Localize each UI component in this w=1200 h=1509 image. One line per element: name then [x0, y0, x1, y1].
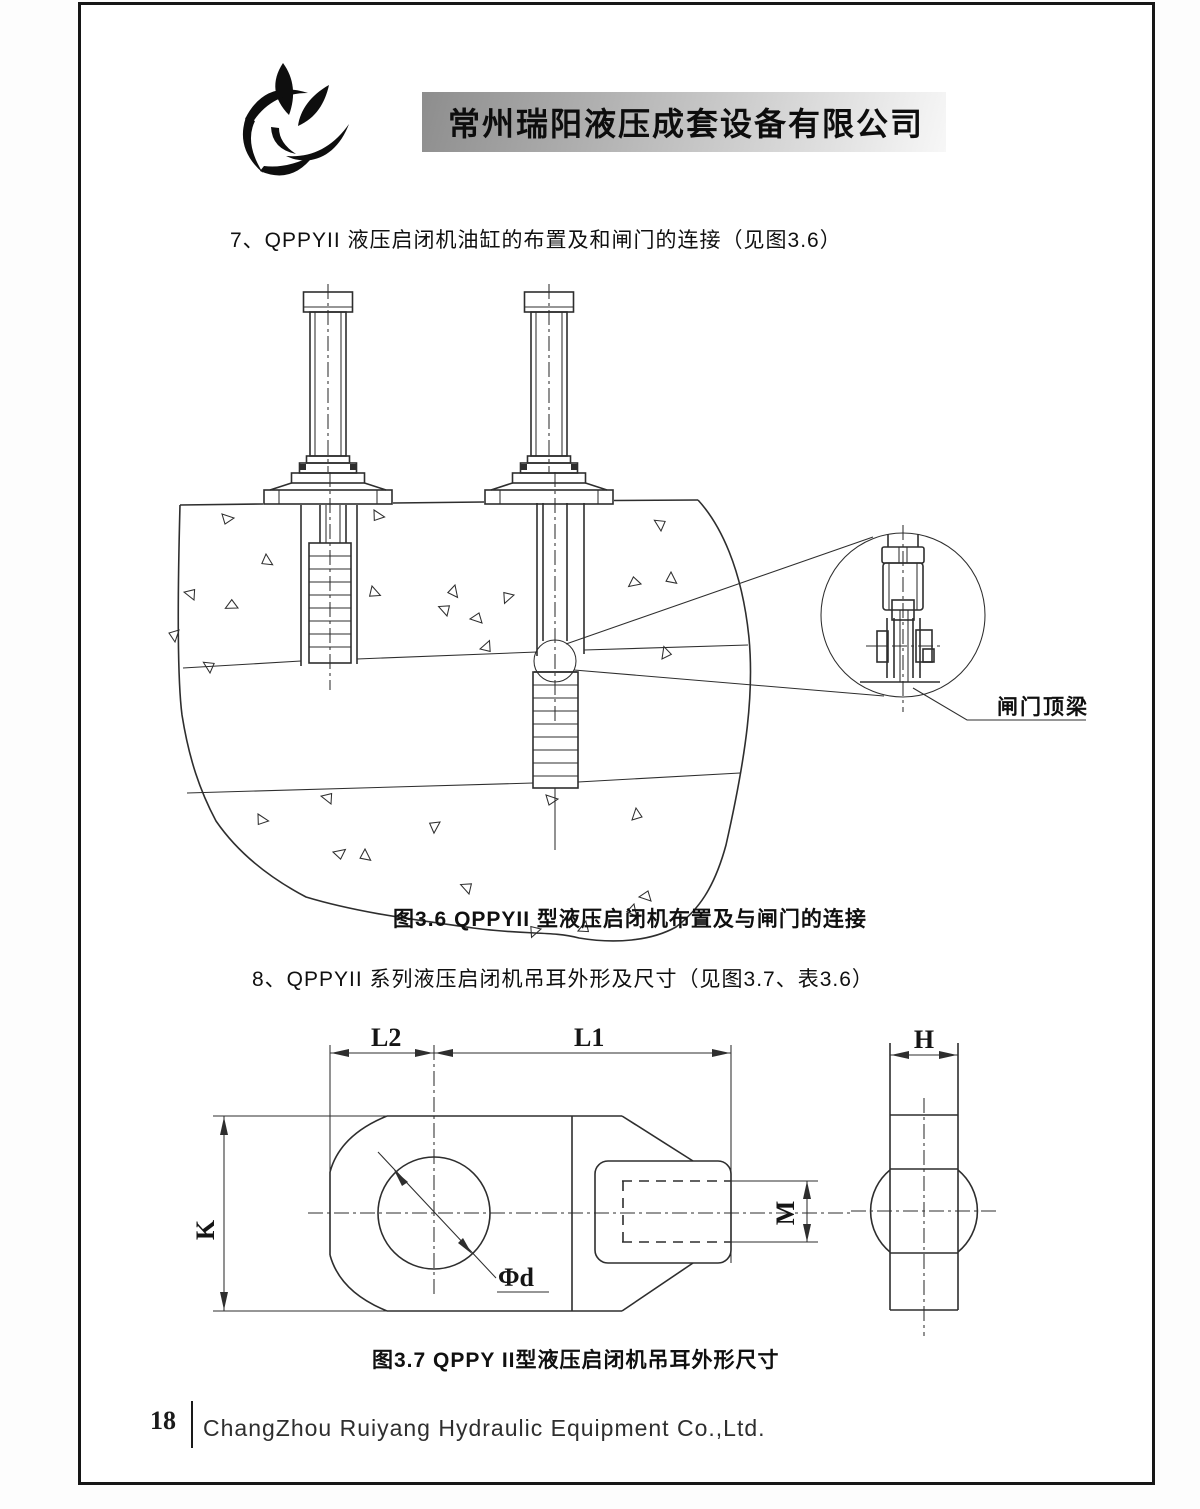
section-7-heading: 7、QPPYII 液压启闭机油缸的布置及和闸门的连接（见图3.6）: [230, 229, 842, 252]
dim-label-h: H: [914, 1025, 934, 1054]
gate-top-beam-callout: 闸门顶梁: [912, 687, 1089, 721]
figure-3-6-caption: 图3.6 QPPYII 型液压启闭机布置及与闸门的连接: [393, 908, 867, 931]
gate-top-beam-label: 闸门顶梁: [997, 695, 1089, 719]
detail-leader-lower: [573, 669, 885, 697]
hydraulic-cylinder-right: [484, 283, 614, 505]
company-name-cn: 常州瑞阳液压成套设备有限公司: [448, 106, 925, 142]
dim-label-k: K: [191, 1219, 220, 1240]
anchor-rod-right: [532, 472, 585, 850]
lug-front-view: [308, 1045, 850, 1312]
dimension-l1-l2: L2 L1: [329, 1023, 732, 1263]
footer-company-name: ChangZhou Ruiyang Hydraulic Equipment Co…: [203, 1415, 766, 1441]
dimension-m: M: [771, 1181, 811, 1242]
anchor-rod-left: [300, 472, 358, 690]
page-border: [78, 2, 1155, 1485]
company-logo-icon: [242, 63, 349, 176]
detail-view-clevis: [820, 525, 986, 712]
dim-label-l2: L2: [371, 1023, 401, 1052]
dimension-phi-d: Φd: [377, 1151, 549, 1293]
dim-label-l1: L1: [574, 1023, 604, 1052]
company-name-banner: 常州瑞阳液压成套设备有限公司: [422, 92, 946, 152]
figure-3-7-caption: 图3.7 QPPY II型液压启闭机吊耳外形尺寸: [372, 1349, 780, 1372]
footer-divider: [191, 1401, 193, 1448]
dimension-k: K: [191, 1115, 388, 1312]
page-number: 18: [150, 1406, 176, 1435]
dim-label-m: M: [771, 1201, 800, 1226]
figure-3-7-drawing: L2 L1 K M Φd: [191, 1023, 999, 1336]
figure-3-6-drawing: 闸门顶梁: [168, 283, 1089, 942]
hydraulic-cylinder-left: [263, 283, 393, 505]
section-8-heading: 8、QPPYII 系列液压启闭机吊耳外形及尺寸（见图3.7、表3.6）: [252, 968, 874, 991]
concrete-aggregate-symbols: [168, 509, 681, 940]
dim-label-phi-d: Φd: [498, 1263, 535, 1292]
detail-leader-upper: [565, 536, 874, 645]
lug-side-view: H: [851, 1025, 999, 1336]
concrete-outline: [177, 499, 752, 942]
